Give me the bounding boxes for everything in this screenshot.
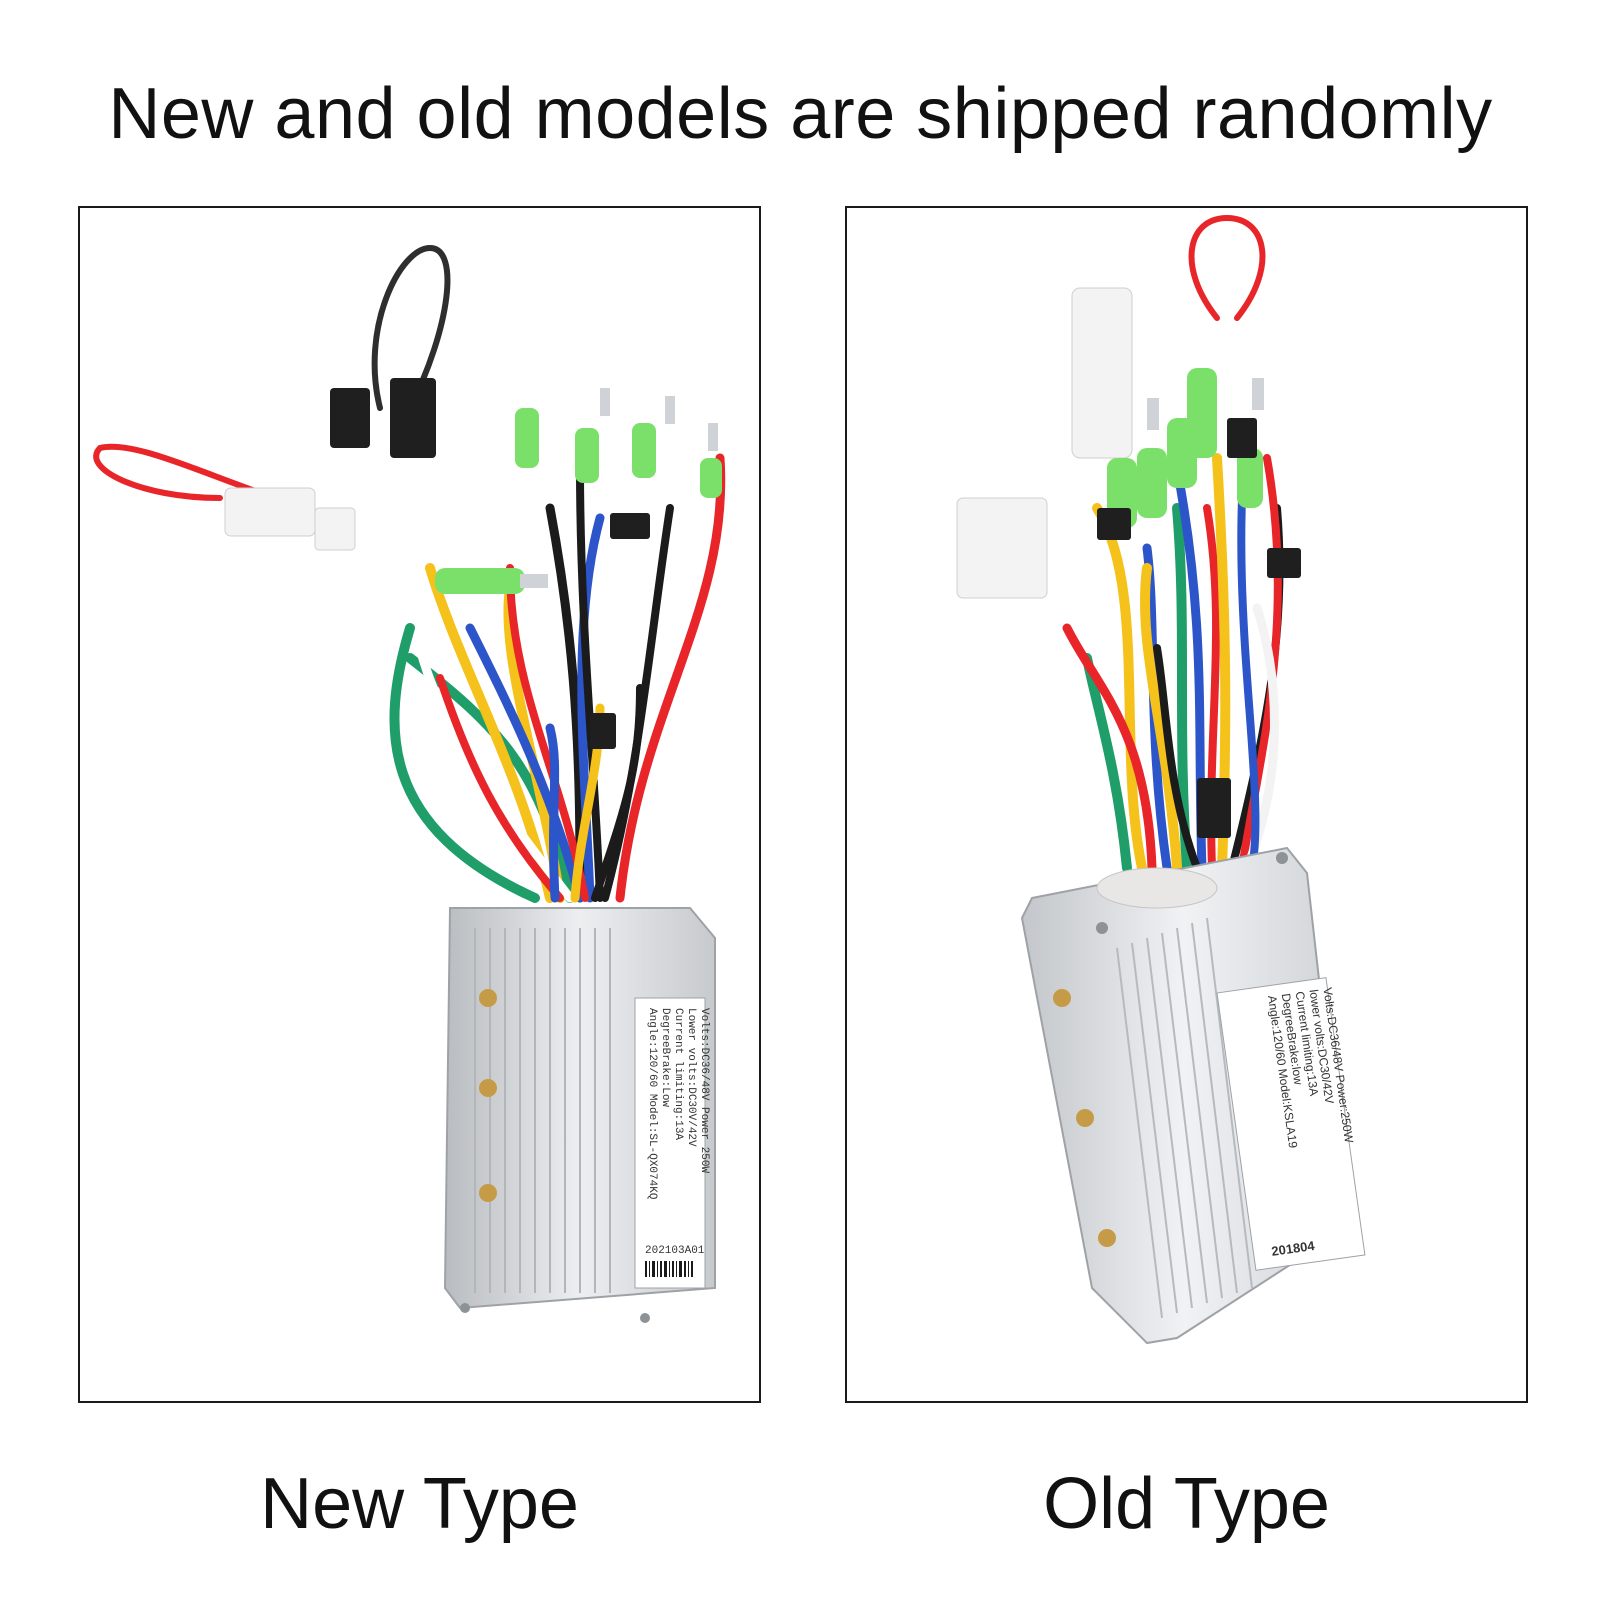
- new-type-caption: New Type: [260, 1464, 579, 1544]
- new-label-line-4: DegreeBrake:Low: [659, 1008, 671, 1107]
- new-type-controller-image: Volts:DC36/48V Power 250W Lower volts:DC…: [93, 244, 726, 1323]
- old-type-controller-image: Volts:DC36/48V Power:250W lower volts:DC…: [956, 214, 1366, 1345]
- old-connectors: [956, 287, 1301, 838]
- new-label-line-1: Volts:DC36/48V Power 250W: [698, 1008, 710, 1173]
- new-spec-label: Volts:DC36/48V Power 250W Lower volts:DC…: [646, 1008, 710, 1200]
- old-controller-box: Volts:DC36/48V Power:250W lower volts:DC…: [1020, 846, 1366, 1345]
- new-wire-bundle: [93, 244, 726, 903]
- new-controller-box: Volts:DC36/48V Power 250W Lower volts:DC…: [443, 907, 716, 1323]
- old-serial: 201804: [1270, 1238, 1316, 1259]
- new-label-line-2: Lower volts:DC30V/42V: [685, 1008, 697, 1147]
- new-barcode: [645, 1261, 693, 1277]
- old-type-panel: Volts:DC36/48V Power:250W lower volts:DC…: [845, 206, 1528, 1403]
- new-label-line-5: Angle:120/60 Model:SL-QX074KQ: [646, 1008, 658, 1200]
- new-serial: 202103A01: [645, 1245, 705, 1257]
- headline: New and old models are shipped randomly: [108, 74, 1493, 154]
- new-connectors: [224, 378, 722, 749]
- new-type-panel: Volts:DC36/48V Power 250W Lower volts:DC…: [78, 206, 761, 1403]
- old-type-caption: Old Type: [1043, 1464, 1330, 1544]
- new-label-line-3: Current limiting:13A: [672, 1008, 684, 1140]
